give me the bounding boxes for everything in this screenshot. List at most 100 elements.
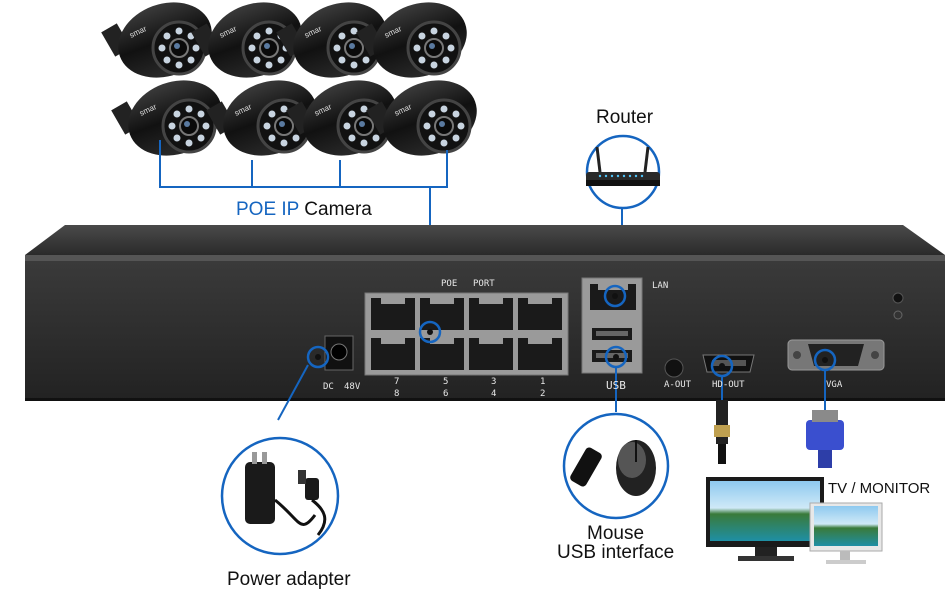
- panel-port-number: 2: [540, 389, 546, 399]
- ir-led-icon: [265, 27, 273, 35]
- ir-led-icon: [163, 56, 171, 64]
- power-adapter-group: [220, 436, 340, 556]
- panel-hdout-text: HD-OUT: [712, 380, 745, 390]
- ir-led-icon: [430, 61, 438, 69]
- lan-usb-block: [581, 277, 643, 374]
- ir-led-icon: [292, 134, 300, 142]
- panel-port-number: 4: [491, 389, 497, 399]
- ir-led-icon: [452, 134, 460, 142]
- poe-port-block: [364, 292, 569, 376]
- ir-led-icon: [248, 44, 256, 52]
- ir-led-icon: [372, 134, 380, 142]
- vga-port: [787, 339, 885, 371]
- poe-camera-label: POE IP Camera: [236, 199, 372, 221]
- ir-led-icon: [175, 61, 183, 69]
- ir-led-icon: [192, 44, 200, 52]
- camera-text: Camera: [299, 199, 372, 220]
- ir-led-icon: [430, 27, 438, 35]
- connector-lines: [277, 364, 826, 421]
- ir-led-icon: [163, 32, 171, 40]
- ir-led-icon: [187, 56, 195, 64]
- panel-port-text: PORT: [473, 279, 495, 289]
- ir-led-icon: [362, 56, 370, 64]
- ir-led-icon: [360, 105, 368, 113]
- ir-led-icon: [202, 122, 210, 130]
- camera-icon: smar: [366, 80, 477, 156]
- ir-led-icon: [348, 134, 356, 142]
- ir-led-icon: [423, 122, 431, 130]
- usb-interface-label: USB interface: [557, 542, 675, 563]
- ethernet-port-icon: [420, 298, 464, 330]
- ir-led-icon: [428, 110, 436, 118]
- panel-lan-text: LAN: [652, 281, 669, 291]
- ir-led-icon: [268, 110, 276, 118]
- hdmi-cable: [714, 400, 730, 464]
- ethernet-port-icon: [469, 298, 513, 330]
- camera-group: smar smar smar smar smar: [101, 2, 477, 156]
- panel-port-number: 5: [443, 377, 449, 387]
- ir-led-icon: [185, 105, 193, 113]
- tv-monitor-label: TV / MONITOR: [828, 480, 931, 497]
- panel-port-number: 3: [491, 377, 497, 387]
- ir-led-icon: [350, 27, 358, 35]
- panel-port-number: 7: [394, 377, 400, 387]
- ir-led-icon: [253, 56, 261, 64]
- mouse-label: Mouse: [587, 523, 645, 544]
- ethernet-port-icon: [371, 298, 415, 330]
- monitor-group: [706, 477, 883, 564]
- camera-icon: smar: [111, 80, 222, 156]
- panel-voltage-text: 48V: [344, 382, 361, 392]
- ir-led-icon: [442, 32, 450, 40]
- ir-led-icon: [418, 32, 426, 40]
- ir-led-icon: [277, 56, 285, 64]
- panel-port-number: 1: [540, 377, 546, 387]
- audio-out-jack: [664, 358, 684, 378]
- ir-led-icon: [418, 56, 426, 64]
- ir-led-icon: [440, 139, 448, 147]
- panel-vga-text: VGA: [826, 380, 843, 390]
- panel-aout-text: A-OUT: [664, 380, 692, 390]
- ir-led-icon: [447, 44, 455, 52]
- ir-led-icon: [457, 122, 465, 130]
- dc-jack: [324, 335, 354, 371]
- ethernet-port-icon: [518, 298, 562, 330]
- ir-led-icon: [442, 56, 450, 64]
- ir-led-icon: [338, 32, 346, 40]
- ir-led-icon: [173, 134, 181, 142]
- ir-led-icon: [348, 110, 356, 118]
- panel-usb-text: USB: [606, 379, 626, 392]
- ir-led-icon: [338, 56, 346, 64]
- ir-led-icon: [173, 110, 181, 118]
- ir-led-icon: [360, 139, 368, 147]
- ir-led-icon: [253, 32, 261, 40]
- ir-led-icon: [185, 139, 193, 147]
- ir-led-icon: [280, 105, 288, 113]
- ir-led-icon: [197, 110, 205, 118]
- ir-led-icon: [440, 105, 448, 113]
- ir-led-icon: [428, 134, 436, 142]
- router-group: [585, 134, 661, 292]
- router-label: Router: [596, 107, 654, 128]
- panel-port-number: 8: [394, 389, 400, 399]
- ir-led-icon: [350, 61, 358, 69]
- ir-led-icon: [333, 44, 341, 52]
- panel-port-number: 6: [443, 389, 449, 399]
- ir-led-icon: [343, 122, 351, 130]
- ethernet-port-icon: [371, 338, 415, 370]
- ethernet-port-icon: [469, 338, 513, 370]
- camera-icon: smar: [286, 80, 397, 156]
- ethernet-port-icon: [420, 338, 464, 370]
- vga-cable: [806, 410, 844, 468]
- ir-led-icon: [197, 134, 205, 142]
- ir-led-icon: [452, 110, 460, 118]
- ethernet-port-icon: [518, 338, 562, 370]
- panel-poe-text: POE: [441, 279, 458, 289]
- camera-icon: smar: [356, 2, 467, 78]
- ir-led-icon: [268, 134, 276, 142]
- panel-dc-text: DC: [323, 382, 334, 392]
- ir-led-icon: [280, 139, 288, 147]
- ir-led-icon: [413, 44, 421, 52]
- ir-led-icon: [175, 27, 183, 35]
